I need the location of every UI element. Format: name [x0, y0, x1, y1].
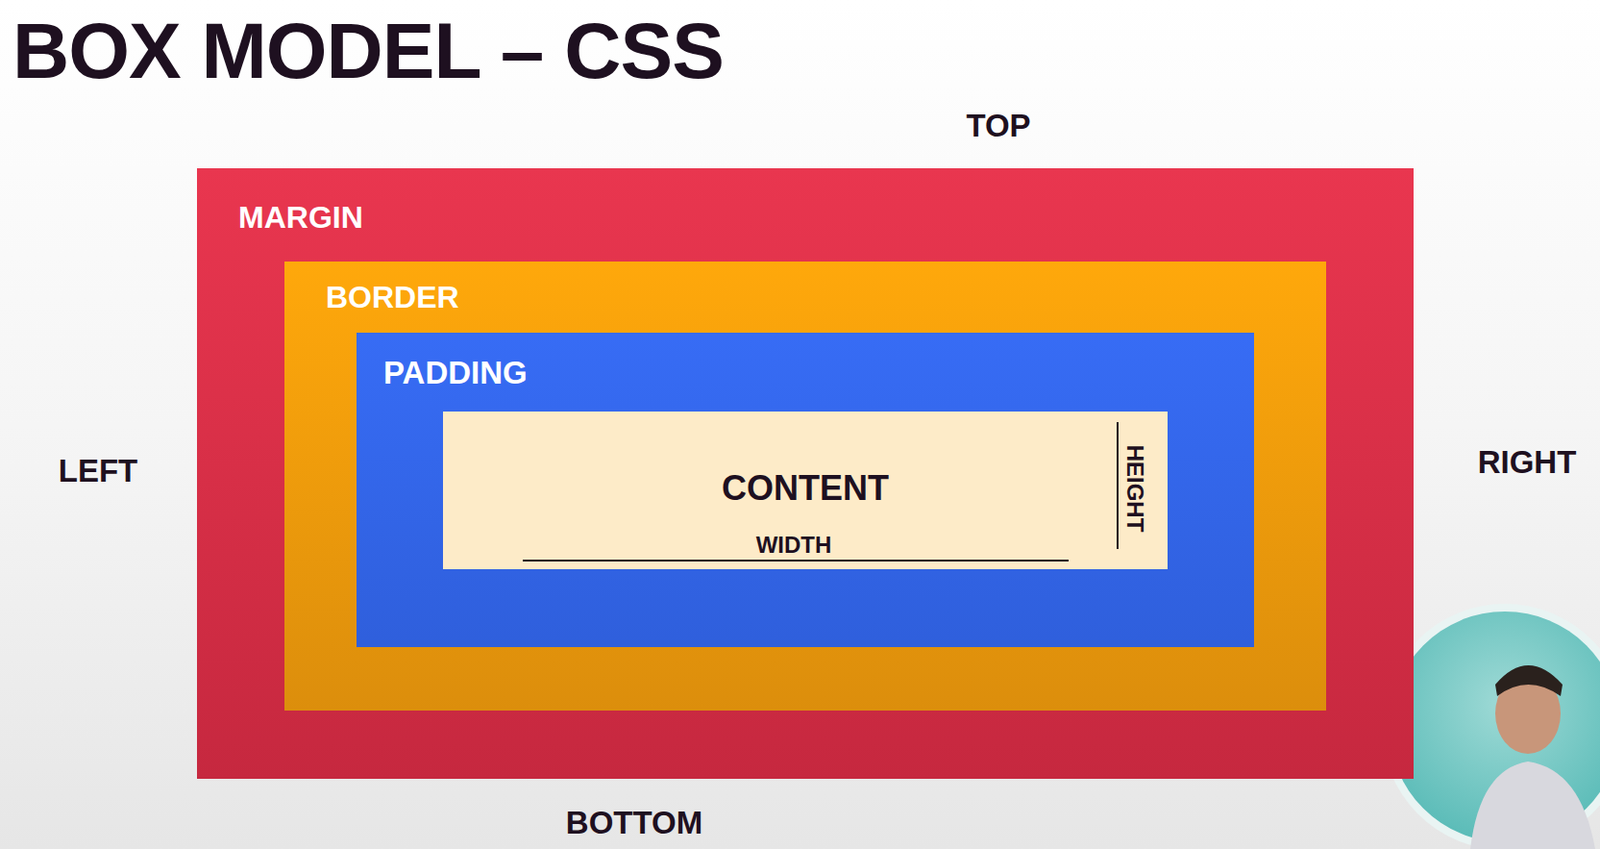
content-label: CONTENT [721, 468, 889, 508]
height-line [1116, 421, 1119, 549]
height-label: HEIGHT [1122, 444, 1148, 533]
width-label: WIDTH [756, 532, 833, 558]
margin-box: CONTENT WIDTH HEIGHT PADDING BORDER MARGIN [196, 168, 1414, 779]
presenter-hair [1495, 664, 1563, 696]
border-box: CONTENT WIDTH HEIGHT PADDING BORDER [284, 261, 1327, 711]
side-label: BOTTOM [566, 805, 703, 840]
content-box: CONTENT WIDTH HEIGHT [443, 411, 1168, 569]
presenter-shirt [1470, 761, 1596, 849]
width-line [522, 559, 1069, 562]
side-label: LEFT [58, 453, 138, 489]
margin-label: MARGIN [238, 200, 364, 235]
webcam-ring [1381, 603, 1600, 849]
border-label: BORDER [325, 280, 460, 315]
page-title: BOX MODEL – CSS [12, 7, 724, 95]
side-label: TOP [965, 108, 1031, 144]
padding-box: CONTENT WIDTH HEIGHT PADDING [356, 332, 1255, 647]
padding-label: PADDING [383, 355, 528, 391]
side-label: RIGHT [1477, 444, 1577, 480]
